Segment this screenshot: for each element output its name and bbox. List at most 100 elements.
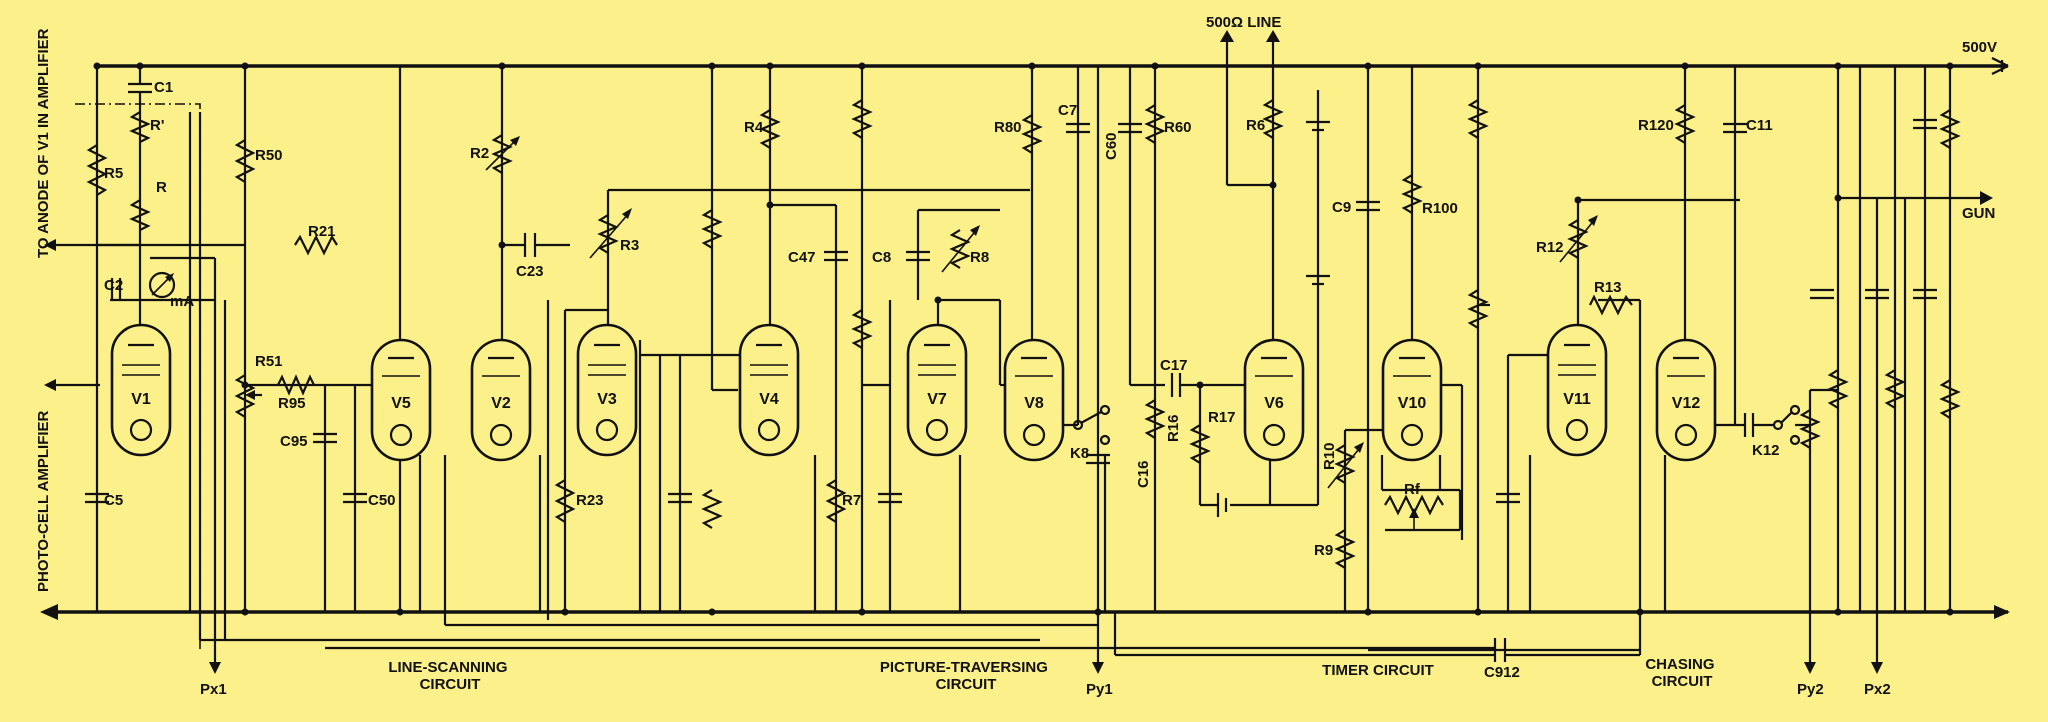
resistor-r50: R50	[234, 139, 283, 183]
anode-label: TO ANODE OF V1 IN AMPLIFIER	[35, 28, 52, 258]
resistor-label: R51	[255, 353, 283, 370]
resistor-right-top	[1939, 109, 1961, 149]
resistor-py2-pot	[1827, 369, 1849, 409]
capacitor-c912: C912	[1484, 638, 1520, 681]
valve-label: V4	[759, 391, 779, 408]
resistor-r7: R7	[825, 479, 861, 523]
resistor-label: R3	[620, 237, 639, 254]
resistor-r16: R16	[1144, 399, 1182, 442]
resistor-v11-top	[1467, 99, 1489, 139]
valve-v10: V10	[1381, 338, 1443, 462]
output-py2: Py2	[1797, 612, 1824, 698]
meter-label: mA	[170, 293, 194, 310]
valve-label: V2	[491, 395, 511, 412]
picture-traversing-label: PICTURE-TRAVERSING CIRCUIT	[880, 659, 1052, 693]
capacitor-c60: C60	[1103, 122, 1142, 160]
valve-v2: V2	[470, 338, 532, 462]
capacitor-label: C9	[1332, 199, 1351, 216]
resistor-label: R	[156, 179, 167, 196]
resistor-label: R50	[255, 147, 283, 164]
capacitor-label: C23	[516, 263, 544, 280]
valve-label: V10	[1398, 395, 1427, 412]
resistor-label: R80	[994, 119, 1022, 136]
resistor-r60: R60	[1144, 104, 1192, 144]
valve-v11: V11	[1546, 323, 1608, 457]
output-px1: Px1	[200, 630, 227, 698]
line-output-arrows	[1220, 30, 1280, 66]
valve-label: V12	[1672, 395, 1701, 412]
resistor-label: R13	[1594, 279, 1622, 296]
output-label: Py2	[1797, 681, 1824, 698]
resistor-label: R10	[1321, 442, 1338, 470]
capacitor-label: C16	[1135, 460, 1152, 488]
resistor-r: R	[129, 179, 167, 231]
valve-v5: V5	[370, 338, 432, 462]
switch-label: K8	[1070, 445, 1089, 462]
px1-dashed-line	[75, 103, 201, 650]
milliammeter: mA	[148, 271, 194, 310]
resistor-label: Rf	[1404, 481, 1421, 498]
timer-circuit-label: TIMER CIRCUIT	[1322, 662, 1434, 679]
resistor-r2: R2	[470, 134, 520, 174]
resistor-r4: R4	[744, 109, 781, 149]
resistor-label: R21	[308, 223, 336, 240]
resistor-label: R23	[576, 492, 604, 509]
capacitor-c17: C17	[1160, 357, 1188, 397]
capacitor-label: C7	[1058, 102, 1077, 119]
valve-label: V6	[1264, 395, 1284, 412]
valve-v7: V7	[906, 323, 968, 457]
capacitor-c50: C50	[343, 492, 396, 509]
resistor-label: R7	[842, 492, 861, 509]
valve-v12: V12	[1655, 338, 1717, 462]
capacitor-c23: C23	[516, 233, 544, 280]
valve-label: V11	[1563, 391, 1591, 408]
valve-v6: V6	[1243, 338, 1305, 462]
valve-v1: V1	[110, 323, 172, 457]
capacitor-label: C5	[104, 492, 123, 509]
resistor-label: R12	[1536, 239, 1564, 256]
switch-k8: K8	[1070, 404, 1111, 462]
resistor-px2-pot	[1884, 369, 1906, 409]
capacitor-c5: C5	[85, 492, 123, 509]
switch-label: K12	[1752, 442, 1780, 459]
capacitor-c16: C16	[1086, 453, 1152, 488]
resistor-label: R2	[470, 145, 489, 162]
battery-cells	[1216, 120, 1330, 517]
capacitor-label: C8	[872, 249, 891, 266]
resistor-r51: R51	[234, 353, 283, 418]
resistor-label: R6	[1246, 117, 1265, 134]
valve-label: V8	[1024, 395, 1044, 412]
output-px2: Px2	[1864, 612, 1891, 698]
resistor-r10: R10	[1321, 442, 1364, 489]
line-label: 500Ω LINE	[1206, 14, 1281, 31]
resistor-k12	[1799, 409, 1821, 449]
resistor-r8: R8	[941, 225, 989, 273]
resistor-r3: R3	[589, 208, 639, 259]
capacitor-label: C912	[1484, 664, 1520, 681]
resistor-label: R9	[1314, 542, 1333, 559]
capacitor-label: C50	[368, 492, 396, 509]
valve-v4: V4	[738, 323, 800, 457]
output-py1: Py1	[1086, 612, 1113, 698]
valve-label: V7	[927, 391, 947, 408]
output-label: Py1	[1086, 681, 1113, 698]
output-label: Px1	[200, 681, 227, 698]
resistor-label: R5	[104, 165, 123, 182]
supply-rail	[95, 57, 2009, 75]
resistor-r21: R21	[294, 223, 338, 256]
supply-voltage-label: 500V	[1962, 39, 1997, 56]
capacitor-label: C11	[1746, 117, 1773, 134]
resistor-label: R60	[1164, 119, 1192, 136]
resistor-r100: R100	[1401, 174, 1458, 217]
photocell-label: PHOTO-CELL AMPLIFIER	[35, 410, 52, 592]
resistor-v3-anode	[701, 209, 723, 249]
resistor-label: R'	[150, 117, 164, 134]
resistor-r6: R6	[1246, 99, 1284, 139]
capacitor-label: C60	[1103, 132, 1120, 160]
capacitor-c8: C8	[872, 249, 930, 266]
resistor-r5: R5	[86, 144, 123, 196]
resistor-r95: R95	[277, 374, 315, 412]
capacitor-c11: C11	[1723, 117, 1773, 134]
earth-rail	[40, 604, 2010, 620]
